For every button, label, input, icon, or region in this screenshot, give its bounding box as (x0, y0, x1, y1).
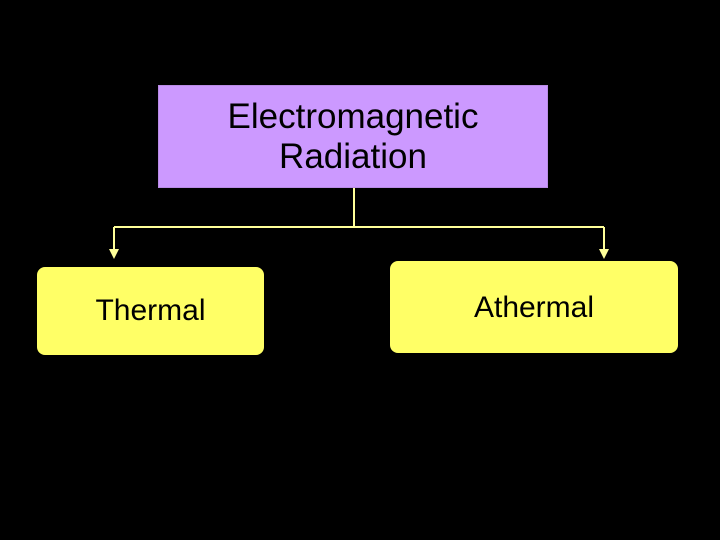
child-node-athermal-label: Athermal (473, 291, 595, 324)
right-arrowhead (599, 249, 609, 259)
left-arrowhead (109, 249, 119, 259)
root-node-electromagnetic-radiation: Electromagnetic Radiation (158, 85, 548, 188)
child-node-thermal: Thermal (37, 267, 264, 355)
child-node-athermal: Athermal (390, 261, 678, 353)
child-node-thermal-label: Thermal (95, 294, 206, 327)
root-node-label: Electromagnetic Radiation (227, 96, 479, 176)
